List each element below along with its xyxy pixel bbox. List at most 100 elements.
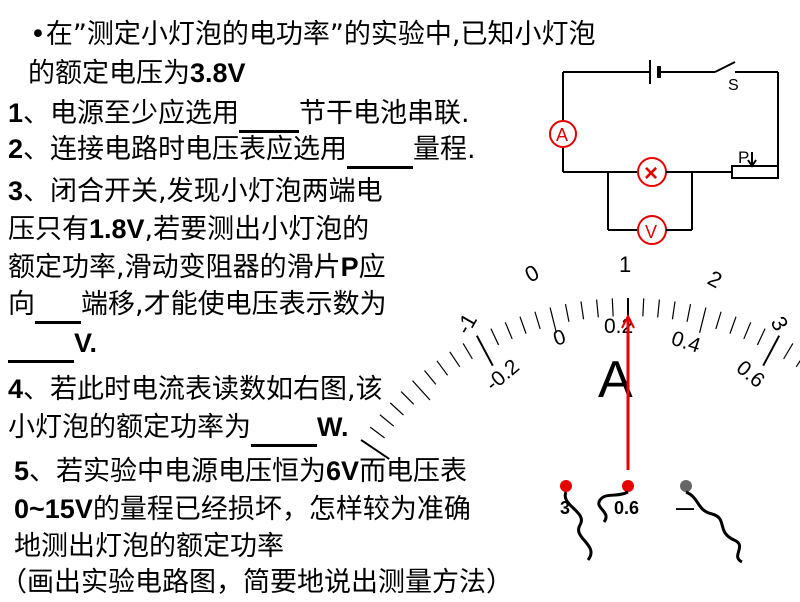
lamp-cross-icon: × bbox=[644, 160, 658, 187]
question-2: 2、连接电路时电压表应选用 量程. bbox=[8, 130, 476, 169]
rheostat-arrow bbox=[747, 159, 757, 168]
q1-text: 、电源至少应选用 bbox=[23, 98, 240, 129]
q4-text-2: 小灯泡的额定功率为 bbox=[8, 412, 251, 443]
ammeter-label: A bbox=[556, 125, 568, 145]
dial-tick bbox=[424, 370, 437, 385]
dial-tick bbox=[534, 311, 541, 330]
question-1: 1、电源至少应选用 节干电池串联. bbox=[8, 94, 470, 133]
question-3-line-1: 3、闭合开关,发现小灯泡两端电 bbox=[8, 172, 383, 211]
lower-tick-label-0-6: 0.6 bbox=[732, 356, 769, 392]
q3-text-3: ,若要测出小灯泡的 bbox=[144, 214, 370, 245]
upper-tick-label-1: 1 bbox=[619, 252, 631, 277]
dial-tick bbox=[580, 301, 585, 320]
switch-blade bbox=[714, 61, 736, 73]
dial-tick bbox=[671, 301, 676, 320]
dial-tick bbox=[369, 426, 385, 439]
question-5-line-2: 0~15V的量程已经损坏，怎样较为准确 bbox=[14, 490, 471, 529]
dial-tick bbox=[686, 304, 692, 322]
question-3-line-3: 额定功率,滑动变阻器的滑片P应 bbox=[8, 248, 386, 287]
terminal-negative-label: — bbox=[676, 498, 694, 518]
circuit-diagram bbox=[549, 60, 779, 245]
dial-tick bbox=[449, 351, 461, 368]
q3-slider-p: P bbox=[340, 252, 359, 282]
q5-text-5: （画出实验电路图，简要地说出测量方法） bbox=[0, 567, 513, 598]
terminal-3-post[interactable] bbox=[560, 480, 572, 492]
q3-text-2: 压只有 bbox=[8, 214, 89, 245]
q3-text-5: 应 bbox=[358, 252, 386, 283]
question-4-line-1: 4、若此时电流表读数如右图,该 bbox=[8, 370, 383, 409]
q4-number: 4 bbox=[8, 374, 24, 404]
q3-unit: V. bbox=[74, 328, 98, 358]
dial-tick bbox=[783, 343, 794, 360]
q3-voltage-value: 1.8V bbox=[89, 214, 145, 244]
q1-answer-blank[interactable] bbox=[239, 102, 300, 133]
rheostat-body bbox=[731, 165, 779, 179]
dial-tick bbox=[611, 298, 614, 317]
q5-text-3: 的量程已经损坏，怎样较为准确 bbox=[92, 494, 471, 525]
dial-tick bbox=[436, 360, 449, 376]
terminal-0-6-label: 0.6 bbox=[614, 498, 639, 518]
dial-tick bbox=[595, 299, 599, 318]
q5-supply-voltage: 6V bbox=[326, 456, 360, 486]
switch-label: S bbox=[728, 77, 739, 94]
q1-text-2: 节干电池串联. bbox=[299, 98, 470, 129]
wire-from-terminal-0-6 bbox=[597, 490, 629, 523]
upper-tick-label-neg1: -1 bbox=[451, 309, 482, 338]
upper-tick-label-3: 3 bbox=[766, 312, 794, 335]
wire-from-terminal-negative bbox=[685, 490, 743, 564]
q5-text-4: 地测出灯泡的额定功率 bbox=[14, 531, 284, 562]
q4-power-blank[interactable] bbox=[251, 416, 317, 447]
dial-tick bbox=[475, 335, 494, 367]
q3-text-6: 向 bbox=[8, 289, 35, 320]
intro-voltage-label: 的额定电压为 bbox=[28, 58, 190, 89]
q4-text-1: 、若此时电流表读数如右图,该 bbox=[23, 374, 383, 405]
ammeter-dial: -1 0 1 2 3 -0.2 0 0.2 0.4 0.6 A bbox=[360, 252, 800, 470]
dial-tick bbox=[795, 360, 800, 368]
needle-tip bbox=[621, 313, 635, 329]
terminal-0-6-post[interactable] bbox=[622, 480, 634, 492]
dial-tick bbox=[564, 304, 570, 322]
dial-tick bbox=[389, 402, 404, 416]
question-5-line-4: （画出实验电路图，简要地说出测量方法） bbox=[0, 564, 513, 602]
dial-tick bbox=[729, 316, 737, 334]
dial-tick bbox=[657, 299, 661, 318]
q3-direction-blank[interactable] bbox=[35, 293, 81, 324]
dial-tick bbox=[762, 335, 781, 367]
terminal-3-label: 3 bbox=[560, 498, 570, 518]
q3-voltage-blank[interactable] bbox=[8, 332, 74, 363]
rated-voltage-value: 3.8V bbox=[190, 58, 246, 88]
dial-tick bbox=[504, 322, 513, 340]
question-5-line-1: 5、若实验中电源电压恒为6V而电压表 bbox=[14, 452, 467, 491]
q2-text: 、连接电路时电压表应选用 bbox=[23, 134, 348, 165]
q5-number: 5 bbox=[14, 456, 30, 486]
dial-tick bbox=[462, 343, 473, 360]
dial-tick bbox=[743, 322, 752, 340]
voltmeter-label: V bbox=[645, 222, 657, 242]
lower-tick-label-0: 0 bbox=[550, 325, 568, 350]
q3-text-1: 、闭合开关,发现小灯泡两端电 bbox=[23, 176, 383, 207]
q5-text-2: 而电压表 bbox=[359, 456, 468, 487]
terminal-negative-post[interactable] bbox=[680, 480, 692, 492]
dial-tick bbox=[360, 439, 390, 460]
q5-range: 0~15V bbox=[14, 494, 93, 524]
q2-answer-blank[interactable] bbox=[347, 138, 414, 169]
lower-tick-label-0-4: 0.4 bbox=[668, 327, 703, 358]
intro-text: •在”测定小灯泡的电功率”的实验中, bbox=[30, 19, 461, 50]
q3-text-4: 额定功率,滑动变阻器的滑片 bbox=[8, 252, 341, 283]
question-3-line-5: V. bbox=[8, 324, 97, 363]
dial-tick bbox=[699, 307, 707, 333]
dial-tick bbox=[400, 391, 415, 405]
lower-tick-label-neg0-2: -0.2 bbox=[481, 355, 524, 396]
q2-text-2: 量程. bbox=[413, 134, 476, 165]
q3-text-7: 端移,才能使电压表示数为 bbox=[81, 289, 387, 320]
dial-tick bbox=[412, 380, 431, 401]
intro-text-2: 已知小灯泡 bbox=[460, 19, 596, 50]
dial-tick bbox=[490, 328, 500, 346]
dial-tick bbox=[519, 316, 527, 334]
question-3-line-4: 向 端移,才能使电压表示数为 bbox=[8, 286, 387, 324]
dial-tick-marks bbox=[360, 298, 800, 460]
q1-number: 1 bbox=[8, 98, 24, 128]
q5-text-1: 、若实验中电源电压恒为 bbox=[29, 456, 327, 487]
q2-number: 2 bbox=[8, 134, 24, 164]
